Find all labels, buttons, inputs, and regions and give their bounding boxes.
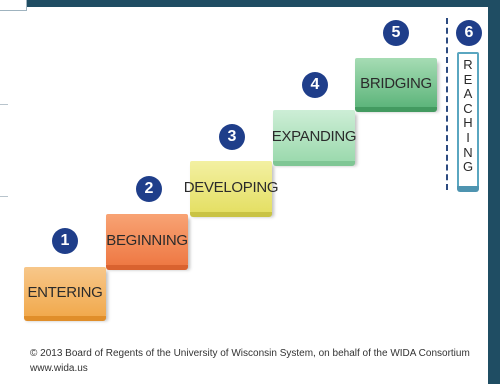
reaching-vertical-label: R E A C H I N G (459, 57, 477, 175)
level-number-badge: 1 (52, 228, 78, 254)
frame-top-border (0, 0, 500, 7)
step-label: ENTERING (27, 283, 103, 301)
step-entering: ENTERING (24, 267, 106, 321)
step-beginning: BEGINNING (106, 214, 188, 270)
level-number-badge: 3 (219, 124, 245, 150)
reaching-letter: H (463, 115, 473, 131)
left-edge-mark (0, 196, 8, 197)
step-label: BRIDGING (360, 74, 432, 92)
reaching-letter: I (466, 129, 470, 145)
footer-url: www.wida.us (30, 363, 88, 374)
step-label: BEGINNING (106, 231, 188, 249)
level-number-badge: 5 (383, 20, 409, 46)
step-reaching: R E A C H I N G (457, 52, 479, 190)
copyright-text: © 2013 Board of Regents of the Universit… (30, 348, 470, 359)
reaching-letter: A (463, 86, 473, 102)
reaching-letter: G (462, 159, 474, 175)
reaching-letter: N (463, 144, 473, 160)
step-developing: DEVELOPING (184, 161, 279, 217)
reaching-letter: E (463, 71, 473, 87)
frame-corner (0, 0, 27, 11)
step-label: EXPANDING (271, 127, 357, 145)
reaching-divider-line (446, 18, 448, 190)
step-expanding: EXPANDING (271, 110, 357, 166)
frame-right-border (488, 0, 500, 384)
reaching-letter: C (463, 100, 473, 116)
level-number-badge: 4 (302, 72, 328, 98)
reaching-letter: R (463, 57, 473, 72)
reaching-bar-base (457, 186, 479, 192)
step-bridging: BRIDGING (355, 58, 437, 112)
level-number-badge: 2 (136, 176, 162, 202)
level-number-badge: 6 (456, 20, 482, 46)
step-label: DEVELOPING (183, 178, 279, 196)
left-edge-mark (0, 104, 8, 105)
